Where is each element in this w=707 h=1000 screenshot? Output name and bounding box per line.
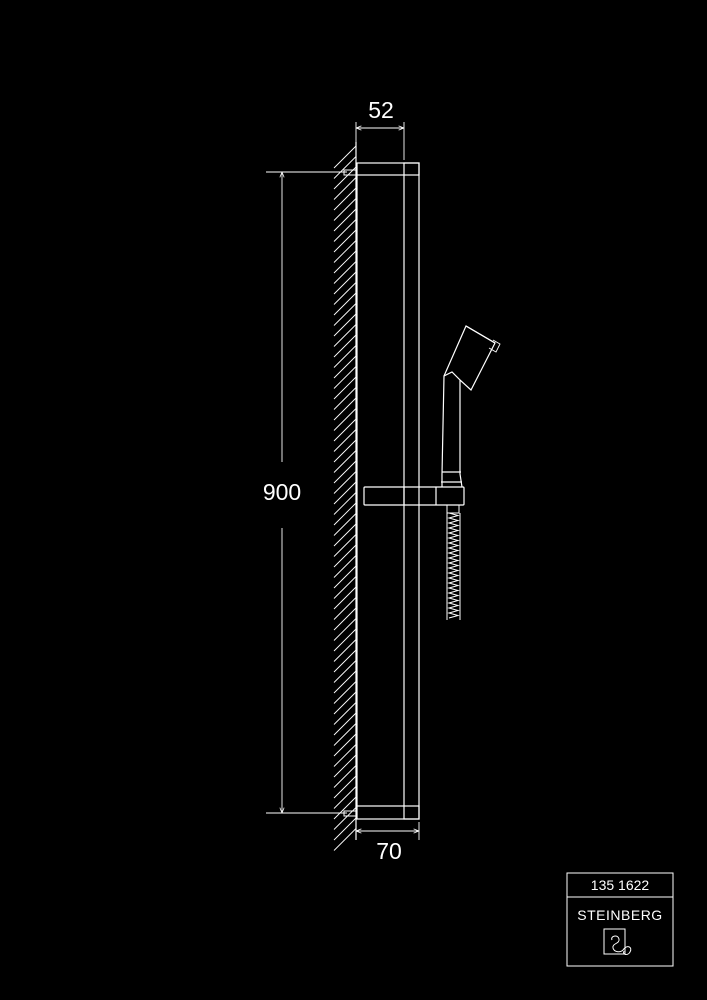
- hand-shower: [441, 325, 501, 488]
- hatch-line: [333, 586, 357, 610]
- hatch-line: [333, 597, 357, 620]
- dimension-label-900: 900: [263, 479, 301, 505]
- hatch-line: [333, 408, 357, 431]
- hatch-line: [333, 219, 357, 242]
- hatch-line: [333, 565, 357, 589]
- shower-head-face: [465, 325, 496, 344]
- dimension-depth-top: [355, 122, 405, 160]
- hatch-line: [333, 481, 357, 505]
- hatch-line: [333, 649, 357, 673]
- dimension-label-52: 52: [368, 97, 394, 123]
- hatch-line: [333, 156, 357, 179]
- rail-bottom-mount: [356, 805, 420, 820]
- slider-holder: [363, 486, 465, 506]
- dimension-label-70: 70: [376, 838, 402, 864]
- hatch-line: [333, 208, 357, 232]
- hatch-line: [333, 702, 357, 725]
- wall-brackets: [343, 169, 357, 817]
- hatch-line: [333, 492, 357, 515]
- shower-head: [443, 325, 496, 391]
- hatch-line: [333, 796, 357, 820]
- top-bracket: [343, 169, 357, 176]
- hatch-line: [333, 723, 357, 746]
- title-block-frame: [566, 872, 674, 967]
- hatch-line: [333, 198, 357, 221]
- hatch-line: [333, 817, 357, 841]
- hatch-line: [333, 177, 357, 200]
- hatch-line: [333, 765, 357, 788]
- hatch-line: [333, 544, 357, 568]
- rail-top-mount: [356, 162, 420, 176]
- hatch-line: [333, 754, 357, 778]
- hatch-line: [333, 775, 357, 799]
- hatch-line: [333, 429, 357, 452]
- shower-rail: [356, 162, 420, 820]
- hatch-line: [333, 418, 357, 442]
- hatch-line: [333, 828, 357, 851]
- dimension-depth-bottom: [355, 822, 420, 840]
- hatch-line: [333, 345, 357, 368]
- hatch-line: [333, 366, 357, 389]
- hatch-line: [333, 555, 357, 578]
- hatch-line: [333, 303, 357, 326]
- hatch-line: [333, 439, 357, 463]
- hatch-line: [333, 387, 357, 410]
- hose-coil: [446, 512, 461, 620]
- hatch-line: [333, 786, 357, 809]
- hatch-line: [333, 691, 357, 715]
- hatch-line: [333, 292, 357, 316]
- hatch-line: [333, 324, 357, 347]
- shower-hose: [446, 504, 461, 620]
- hatch-line: [333, 187, 357, 211]
- brand-name: STEINBERG: [577, 907, 662, 923]
- hatch-line: [333, 733, 357, 757]
- hatch-line: [333, 145, 357, 169]
- hatch-line: [333, 712, 357, 736]
- slider-arm: [363, 486, 465, 506]
- hose-spiral: [447, 512, 460, 619]
- hatch-line: [333, 471, 357, 494]
- hatch-line: [333, 355, 357, 379]
- hose-connector: [446, 504, 460, 514]
- hatch-line: [333, 261, 357, 284]
- shower-head-nozzles: [488, 339, 501, 353]
- hatch-line: [333, 271, 357, 295]
- hatch-line: [333, 681, 357, 704]
- hatch-line: [333, 670, 357, 694]
- hatch-line: [333, 639, 357, 662]
- bottom-bracket: [343, 810, 357, 817]
- hatch-line: [333, 240, 357, 263]
- shower-handle: [441, 371, 463, 488]
- hatch-line: [333, 250, 357, 274]
- dimension-height: [266, 171, 347, 814]
- rail-bar: [403, 162, 420, 820]
- hatch-line: [333, 660, 357, 683]
- title-block: [566, 872, 674, 967]
- hatch-line: [333, 313, 357, 337]
- hatch-line: [333, 523, 357, 547]
- hatch-line: [333, 628, 357, 652]
- wall-hatching: [333, 145, 357, 851]
- hatch-line: [333, 376, 357, 400]
- hatch-line: [333, 576, 357, 599]
- hatch-line: [333, 460, 357, 484]
- article-number: 135 1622: [591, 877, 650, 893]
- steinberg-logo-icon: [603, 928, 632, 955]
- hatch-line: [333, 334, 357, 358]
- hatch-line: [333, 397, 357, 421]
- hatch-line: [333, 282, 357, 305]
- hatch-line: [333, 744, 357, 767]
- hatch-line: [333, 450, 357, 473]
- hatch-line: [333, 534, 357, 557]
- hatch-line: [333, 618, 357, 641]
- hatch-line: [333, 502, 357, 526]
- hatch-line: [333, 513, 357, 536]
- hatch-line: [333, 166, 357, 190]
- wall: [333, 142, 357, 851]
- hatch-line: [333, 607, 357, 631]
- hatch-line: [333, 229, 357, 253]
